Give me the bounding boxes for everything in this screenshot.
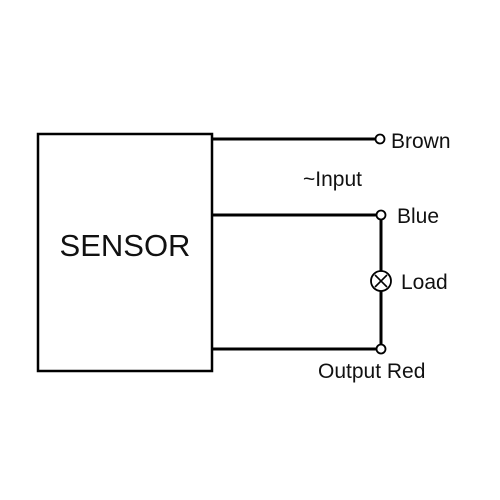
blue-label: Blue xyxy=(397,205,439,228)
input-label: ~Input xyxy=(303,168,362,191)
blue-terminal xyxy=(375,209,387,221)
brown-terminal xyxy=(374,133,386,145)
load-label: Load xyxy=(401,271,448,294)
sensor-label: SENSOR xyxy=(60,228,191,263)
brown-label: Brown xyxy=(391,130,451,153)
output-red-terminal xyxy=(375,343,387,355)
output-red-label: Output Red xyxy=(318,360,425,383)
load-lamp-icon xyxy=(370,270,392,292)
sensor-block xyxy=(36,132,214,373)
